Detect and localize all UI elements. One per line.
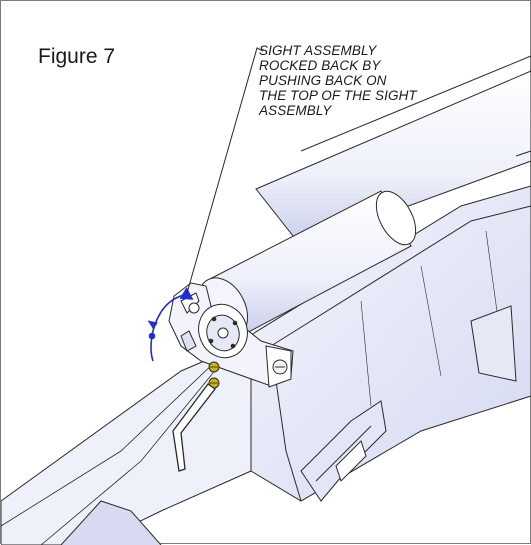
callout-leader-line (186, 47, 264, 294)
figure-title: Figure 7 (38, 45, 116, 68)
curved-rotation-arrow-icon (147, 287, 194, 362)
callout-line: PUSHING BACK ON (259, 73, 387, 88)
screw-icon (208, 361, 220, 389)
callout-line: ASSEMBLY (259, 103, 332, 118)
callout-line: SIGHT ASSEMBLY (259, 43, 377, 58)
callout-line: THE TOP OF THE SIGHT (259, 88, 417, 103)
callout-line: ROCKED BACK BY (259, 58, 381, 73)
callout-annotation: SIGHT ASSEMBLY ROCKED BACK BY PUSHING BA… (259, 43, 429, 118)
stock-grip (1, 340, 252, 545)
sight-assembly (168, 282, 294, 388)
allen-wrench-icon (172, 383, 216, 472)
trigger-guard (300, 400, 387, 502)
stock-body (240, 185, 531, 502)
magazine (470, 305, 517, 382)
